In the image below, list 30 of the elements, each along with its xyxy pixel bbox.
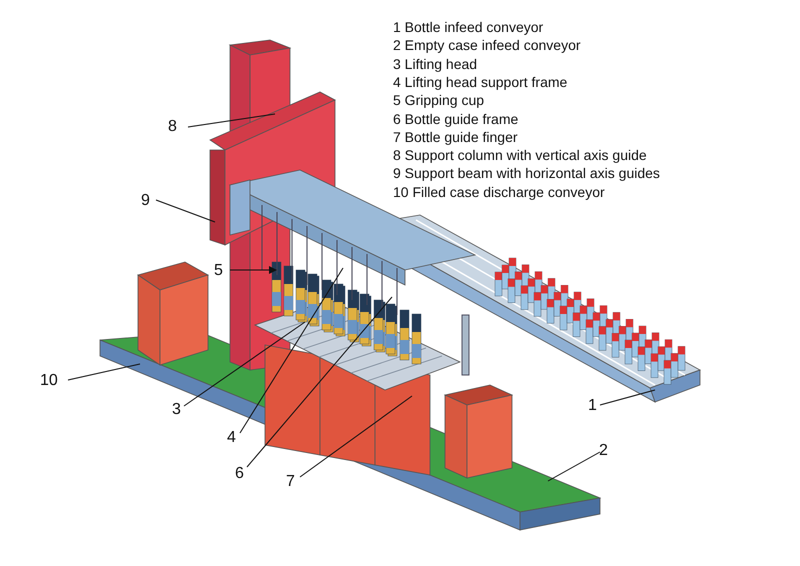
callout-number: 8 [168,118,177,136]
key-entry: 1 Bottle infeed conveyor [393,18,544,36]
leader-line [156,200,216,222]
key-entry: 6 Bottle guide frame [393,110,518,128]
leader-line [600,390,656,406]
callout-number: 1 [588,397,597,415]
callout-number: 9 [141,192,150,210]
callout-number: 5 [214,262,223,280]
key-entry: 3 Lifting head [393,54,478,73]
callout-number: 6 [235,465,244,483]
callout-number: 10 [40,372,58,390]
callout-number: 4 [227,429,236,447]
key-entry: 10 Filled case discharge conveyor [393,182,605,201]
leader-line [184,322,306,406]
key-entry: 2 Empty case infeed conveyor [393,36,581,54]
leader-line [300,396,412,478]
leader-line [246,296,392,468]
leader-arrow [230,266,277,274]
callout-number: 7 [286,473,295,491]
key-entry: 5 Gripping cup [393,91,484,110]
leader-line [188,114,276,128]
leader-line [548,452,600,482]
key-entry: 4 Lifting head support frame [393,72,568,91]
leader-line [68,364,140,380]
callout-number: 3 [172,401,181,419]
callout-number: 2 [599,442,608,460]
key-entry: 7 Bottle guide finger [393,128,518,146]
leader-line [240,268,344,434]
key-entry: 8 Support column with vertical axis guide [393,146,647,164]
key-entry: 9 Support beam with horizontal axis guides [393,164,660,182]
